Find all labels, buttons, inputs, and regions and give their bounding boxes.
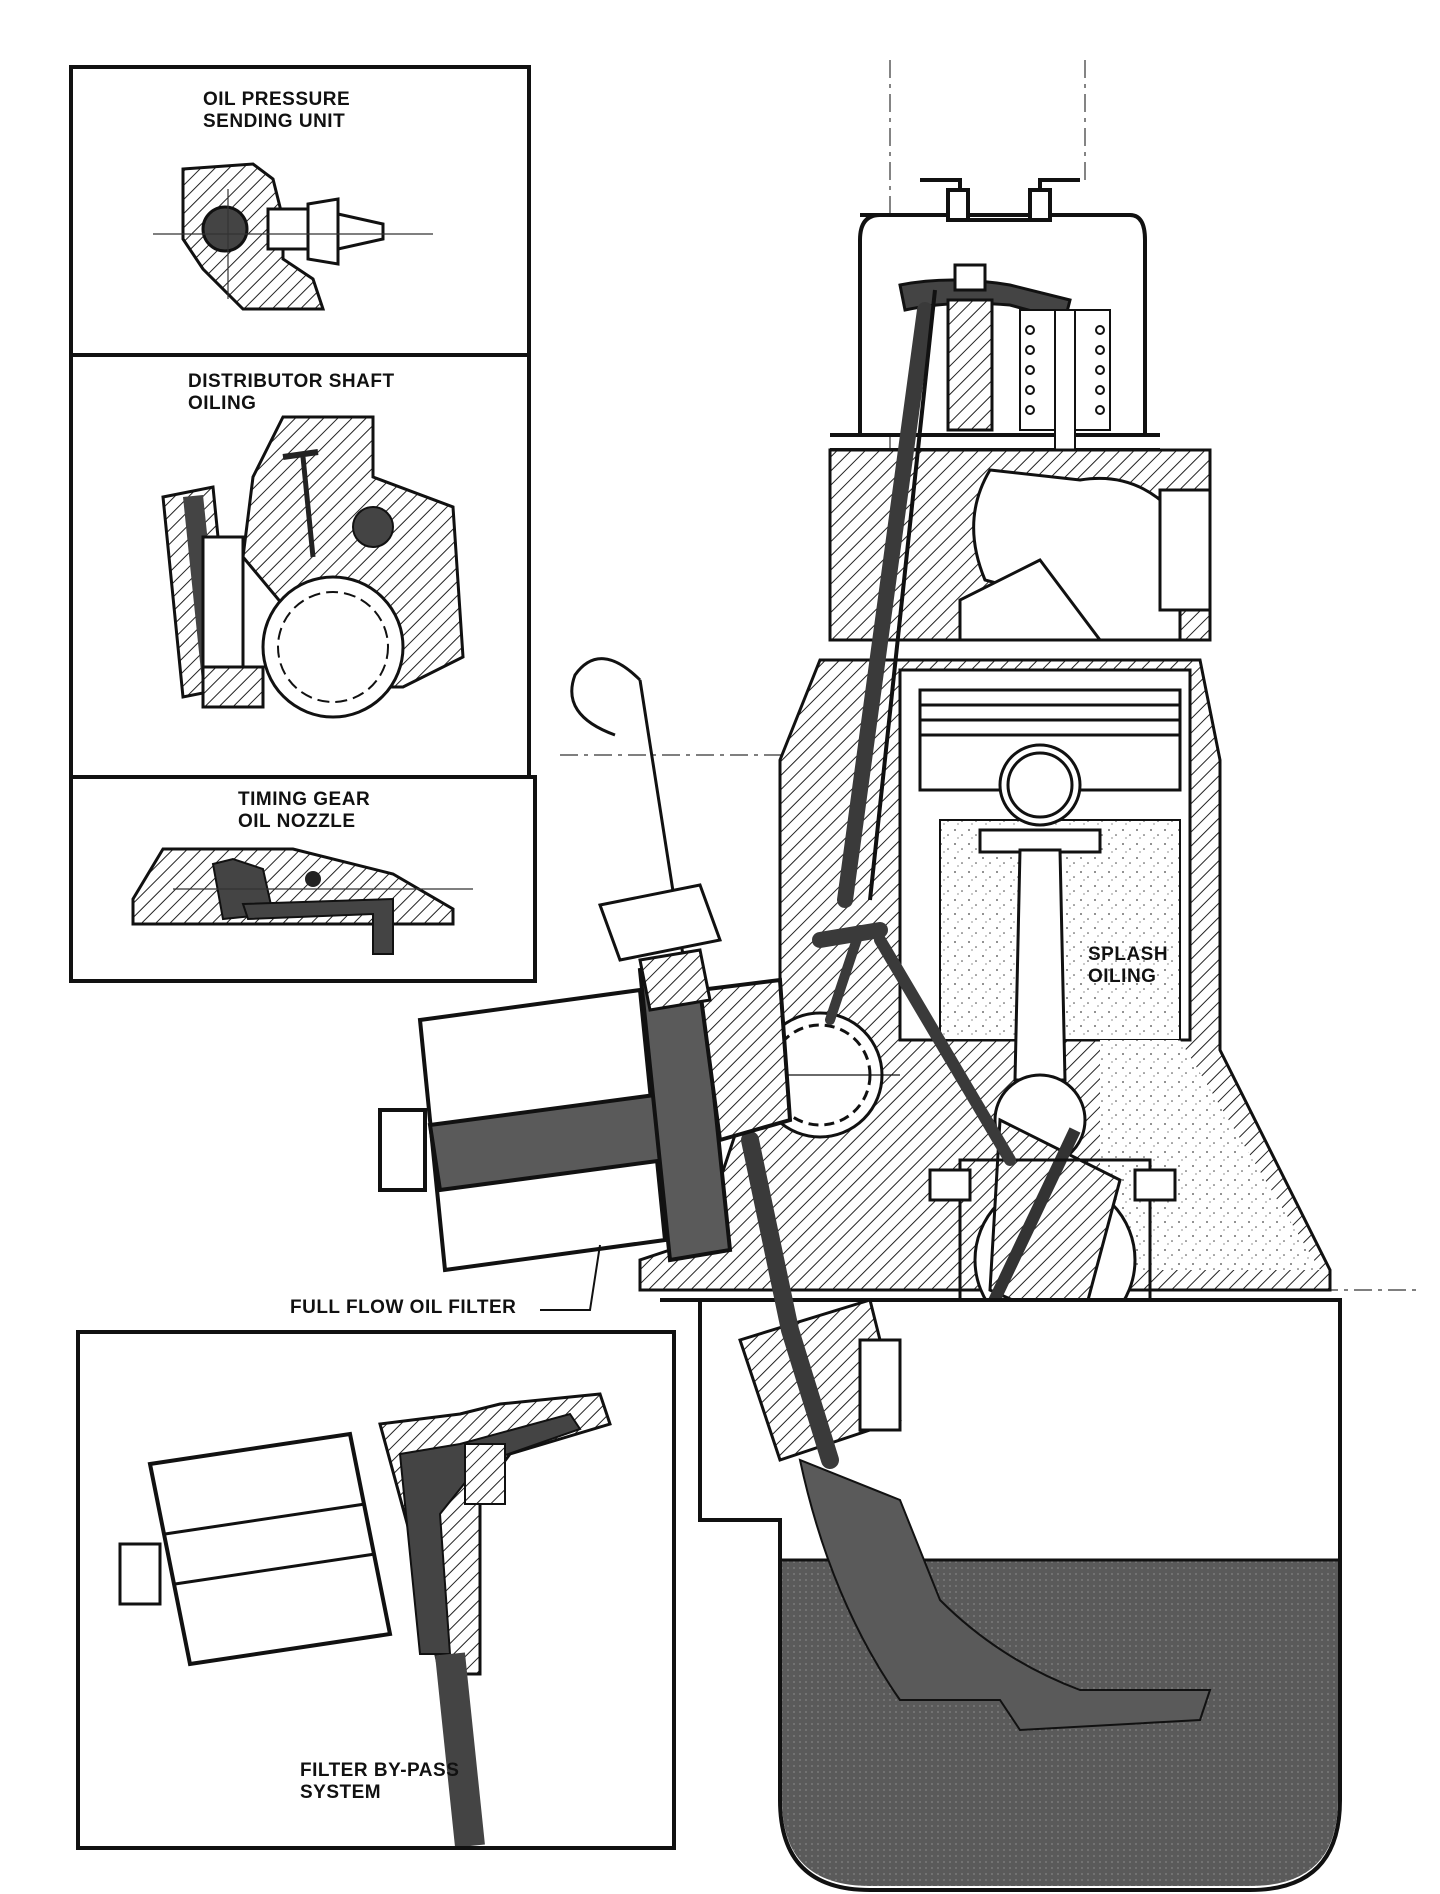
pushrod [868,289,937,901]
timing-gear-oil-nozzle-drawing [131,847,473,955]
inset-distributor-shaft-oiling: DISTRIBUTOR SHAFT OILING [69,353,531,781]
cylinder-head [828,448,1212,642]
filter-by-pass-system-label: FILTER BY-PASS SYSTEM [300,1760,460,1803]
inset-oil-pressure-sending-unit: OIL PRESSURE SENDING UNIT [69,65,531,357]
oil-passages [741,302,1016,1469]
timing-gear-oil-nozzle-label: TIMING GEAR OIL NOZZLE [238,789,371,832]
rocker-arm [898,263,1072,432]
distributor-shaft-oiling-drawing [161,415,465,719]
oil-pump [738,1298,1212,1732]
piston [918,688,1182,854]
inset-timing-gear-oil-nozzle: TIMING GEAR OIL NOZZLE [69,775,537,983]
inset-filter-by-pass-system: FILTER BY-PASS SYSTEM [76,1330,676,1850]
distributor-shaft-oiling-label: DISTRIBUTOR SHAFT OILING [188,371,395,414]
filter-by-pass-system-drawing [118,1392,612,1846]
full-flow-oil-filter-leader [540,1244,601,1311]
fuel-pump [597,883,723,1012]
full-flow-oil-filter-label: FULL FLOW OIL FILTER [290,1297,517,1318]
splash-oiling-label: SPLASH OILING [1088,944,1169,987]
oil-pressure-sending-unit-drawing [153,162,433,311]
full-flow-oil-filter-body [378,957,793,1273]
oil-pressure-sending-unit-label: OIL PRESSURE SENDING UNIT [203,89,351,132]
